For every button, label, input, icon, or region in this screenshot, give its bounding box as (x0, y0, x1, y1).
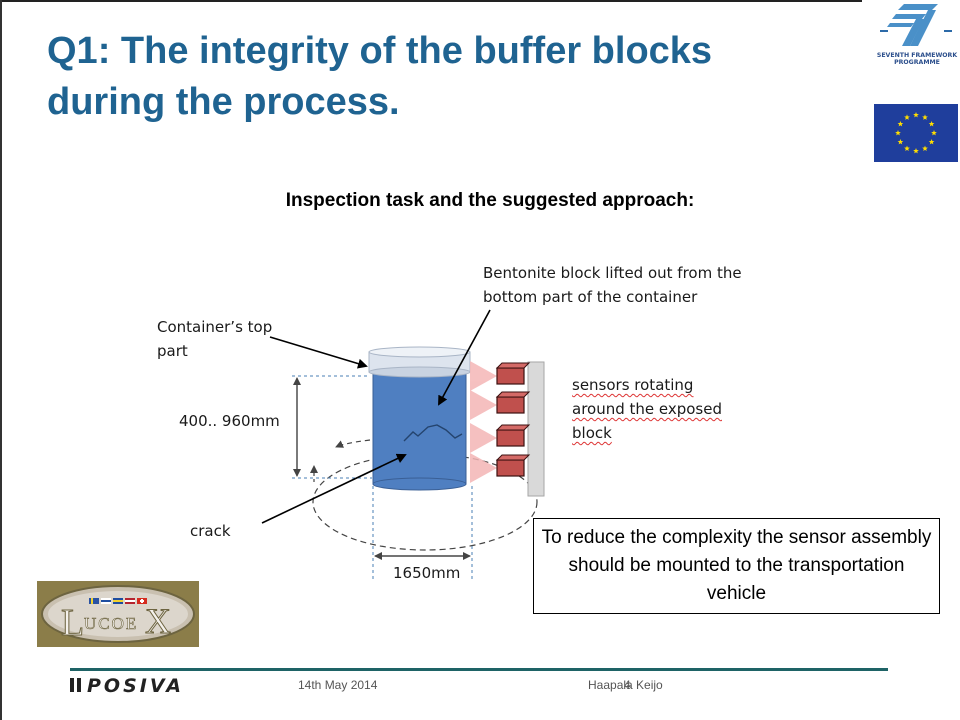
eu-star-icon (897, 121, 904, 127)
eu-flag (874, 104, 958, 162)
footer-author-name: Haapala Keijo (588, 678, 663, 692)
note-box: To reduce the complexity the sensor asse… (533, 518, 940, 614)
crack-callout (261, 453, 407, 524)
svg-text:L: L (61, 602, 84, 644)
container-top-callout (269, 336, 368, 369)
container-top-rim (368, 346, 471, 358)
crack-line (403, 424, 463, 442)
rotation-arrow-left (335, 439, 371, 448)
country-flags-icon (89, 598, 147, 604)
sensors (495, 362, 531, 477)
title-line-2: during the process. (47, 81, 400, 123)
svg-text:X: X (145, 601, 171, 641)
footer-date: 14th May 2014 (298, 678, 378, 692)
top-border (0, 0, 862, 2)
label-diameter: 1650mm (393, 564, 461, 582)
sensor-2 (495, 391, 531, 414)
sensor-3 (495, 424, 531, 447)
label-container-top-1: Container’s top (157, 318, 273, 336)
eu-star-icon (928, 121, 935, 127)
lucoex-logo: L UCOE X (37, 581, 199, 647)
eu-star-icon (913, 112, 919, 118)
label-height: 400.. 960mm (179, 412, 280, 430)
label-sensors-1: sensors rotating (572, 376, 694, 394)
left-border (0, 0, 2, 720)
fp7-text-1: SEVENTH FRAMEWORK (877, 52, 957, 59)
label-block-1: Bentonite block lifted out from the (483, 264, 742, 282)
eu-stars-icon (895, 112, 937, 154)
eu-star-icon (922, 145, 928, 152)
eu-star-icon (913, 148, 919, 154)
sensor-4 (495, 454, 531, 477)
label-container-top-2: part (157, 342, 188, 360)
posiva-wordmark: POSIVA (87, 675, 184, 697)
title-line-1: Q1: The integrity of the buffer blocks (47, 30, 713, 72)
eu-star-icon (931, 130, 937, 136)
eu-star-icon (904, 145, 910, 152)
label-sensors-2: around the exposed (572, 400, 722, 418)
label-sensors-3: block (572, 424, 612, 442)
eu-star-icon (904, 114, 910, 120)
subtitle: Inspection task and the suggested approa… (285, 190, 695, 211)
fp7-text-2: PROGRAMME (894, 59, 940, 66)
eu-star-icon (928, 139, 935, 145)
posiva-logo: POSIVA (70, 675, 184, 697)
page-number: 4 (624, 678, 631, 692)
fp7-logo: SEVENTH FRAMEWORK PROGRAMME (874, 0, 960, 78)
sensor-1 (495, 362, 531, 385)
eu-star-icon (922, 114, 928, 120)
footer-author: Haapala Keijo 4 (588, 678, 663, 692)
lucoex-logo-icon: L UCOE X (37, 581, 199, 647)
footer-divider (70, 668, 888, 671)
svg-text:UCOE: UCOE (84, 614, 138, 633)
label-crack: crack (190, 522, 231, 540)
slide-title: Q1: The integrity of the buffer blocks d… (47, 26, 847, 128)
bentonite-block (372, 363, 467, 485)
sensor-mount (527, 361, 545, 497)
block-bottom (372, 477, 467, 491)
fp7-emblem-icon: SEVENTH FRAMEWORK PROGRAMME (877, 4, 957, 66)
eu-star-icon (895, 130, 901, 136)
label-block-2: bottom part of the container (483, 288, 698, 306)
sensor-beams (470, 361, 497, 483)
eu-star-icon (897, 139, 904, 145)
block-callout (438, 309, 491, 406)
